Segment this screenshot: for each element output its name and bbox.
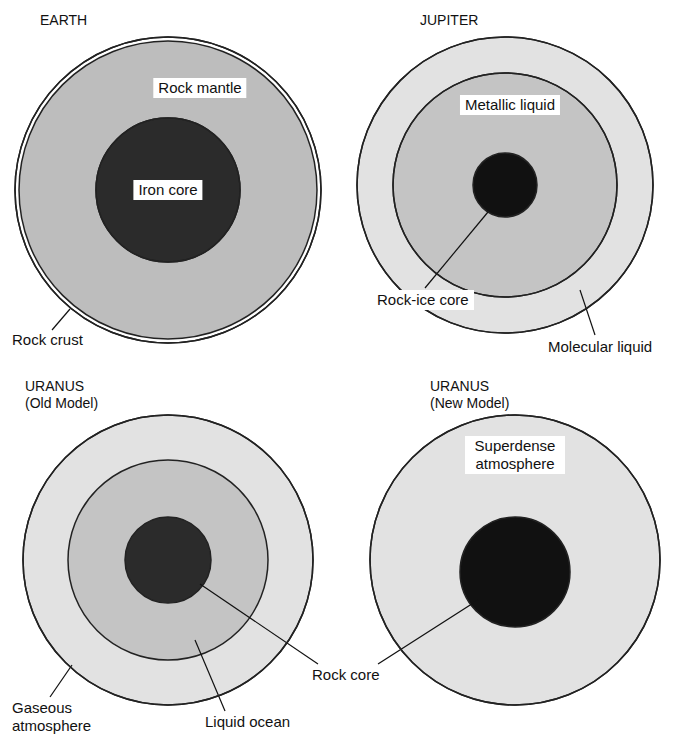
circle-outline (357, 37, 653, 333)
part-label: Gaseous atmosphere (12, 699, 97, 735)
leader-line (50, 665, 72, 697)
part-label: Liquid ocean (205, 713, 290, 731)
circle-outline (96, 118, 240, 262)
leader-line (425, 212, 488, 288)
leader-line (580, 290, 595, 335)
earth-core (96, 118, 240, 262)
jupiter-core (473, 153, 537, 217)
layer-circle: URANUS (New Model)Superdense atmosphere (370, 415, 660, 705)
part-label: Rock-ice core (372, 290, 474, 310)
jupiter-molecular-layer (357, 37, 653, 333)
leader-line (378, 600, 478, 664)
uranus-old-ocean (68, 460, 268, 660)
uranus-old-figure (23, 415, 313, 705)
uranus-old-atmosphere (23, 415, 313, 705)
uranus-new-core (460, 517, 570, 627)
circle-outline (15, 37, 321, 343)
earth-mantle (19, 41, 317, 339)
circle-outline (370, 415, 660, 705)
planet-heading: URANUS (New Model) (430, 378, 520, 412)
circle-outline (23, 415, 313, 705)
uranus-new-atmosphere (370, 415, 660, 705)
earth-figure (15, 37, 321, 343)
layer-circle: JUPITERMetallic liquid (357, 37, 653, 333)
jupiter-figure (357, 37, 653, 333)
layer-circle: EARTHRock mantleIron core (15, 37, 321, 343)
layer-label: Iron core (133, 180, 202, 200)
leader-lines (50, 212, 595, 711)
layer-label: Rock mantle (153, 78, 246, 98)
leader-line (195, 640, 225, 711)
planet-heading: URANUS (Old Model) (25, 378, 110, 412)
layer-label: Metallic liquid (460, 95, 560, 115)
leader-line (52, 309, 70, 330)
layer-circle: Iron core (96, 118, 240, 262)
circle-outline (357, 37, 653, 333)
part-label: Molecular liquid (548, 338, 652, 356)
part-label: Rock crust (12, 331, 83, 349)
planet-heading: EARTH (40, 12, 87, 29)
part-label: Rock core (312, 666, 380, 684)
layer-circle: URANUS (Old Model) (23, 415, 313, 705)
circle-outline (23, 415, 313, 705)
jupiter-metallic-layer (393, 73, 617, 297)
earth-crust (15, 37, 321, 343)
layer-label: Superdense atmosphere (465, 436, 565, 474)
circle-outline (393, 73, 617, 297)
uranus-new-figure (370, 415, 660, 705)
layer-circle: Metallic liquid (393, 73, 617, 297)
leader-line (200, 584, 318, 664)
uranus-old-core (125, 517, 211, 603)
planet-heading: JUPITER (420, 12, 478, 29)
